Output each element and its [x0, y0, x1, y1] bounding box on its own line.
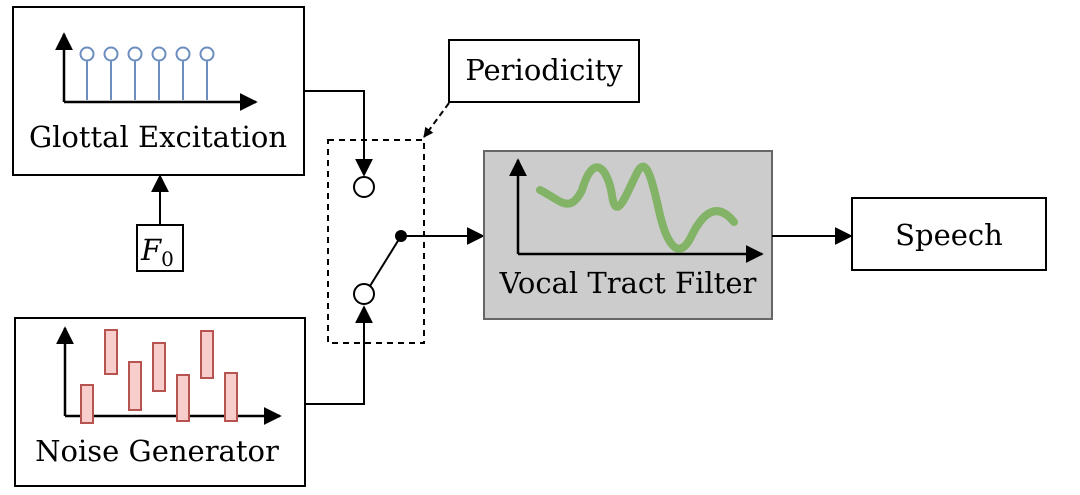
noise-bar [80, 384, 94, 424]
noise-bar [104, 329, 118, 375]
impulse-head [127, 46, 143, 62]
periodicity-block: Periodicity [448, 39, 640, 103]
speech-block: Speech [851, 197, 1047, 271]
glottal-to-switch-arrow [304, 90, 373, 177]
noise-axes-icon [56, 326, 282, 425]
glottal-excitation-block: Glottal Excitation [12, 6, 305, 176]
switch-terminal-unvoiced [353, 283, 375, 305]
noise-bar [200, 330, 214, 379]
impulse-head [175, 46, 191, 62]
spectral-envelope-wave-icon [536, 162, 738, 253]
f0-label: F0 [140, 233, 174, 271]
vocal-tract-filter-label: Vocal Tract Filter [499, 266, 757, 300]
impulse-head [199, 46, 215, 62]
noise-generator-label: Noise Generator [35, 434, 279, 468]
noise-bars-icon [80, 329, 238, 424]
impulse-train-icon [79, 46, 215, 100]
noise-generator-block: Noise Generator [14, 317, 306, 487]
noise-bar [176, 374, 190, 422]
impulse-head [103, 46, 119, 62]
switch-terminal-voiced [353, 176, 375, 198]
impulse-head [151, 46, 167, 62]
noise-bar [224, 372, 238, 422]
periodicity-control-arrow [423, 102, 450, 138]
vocal-tract-filter-block: Vocal Tract Filter [483, 150, 773, 320]
f0-block: F0 [136, 224, 184, 272]
noise-bar [128, 361, 142, 411]
glottal-excitation-label: Glottal Excitation [29, 120, 287, 154]
speech-label: Speech [895, 218, 1003, 252]
noise-to-switch-arrow [305, 305, 373, 405]
impulse-head [79, 46, 95, 62]
noise-bar [152, 342, 166, 392]
switch-lever [369, 235, 402, 287]
filter-axes-icon [509, 158, 764, 263]
periodicity-label: Periodicity [465, 53, 623, 87]
voicing-switch [327, 139, 425, 344]
glottal-axes-icon [55, 32, 258, 111]
